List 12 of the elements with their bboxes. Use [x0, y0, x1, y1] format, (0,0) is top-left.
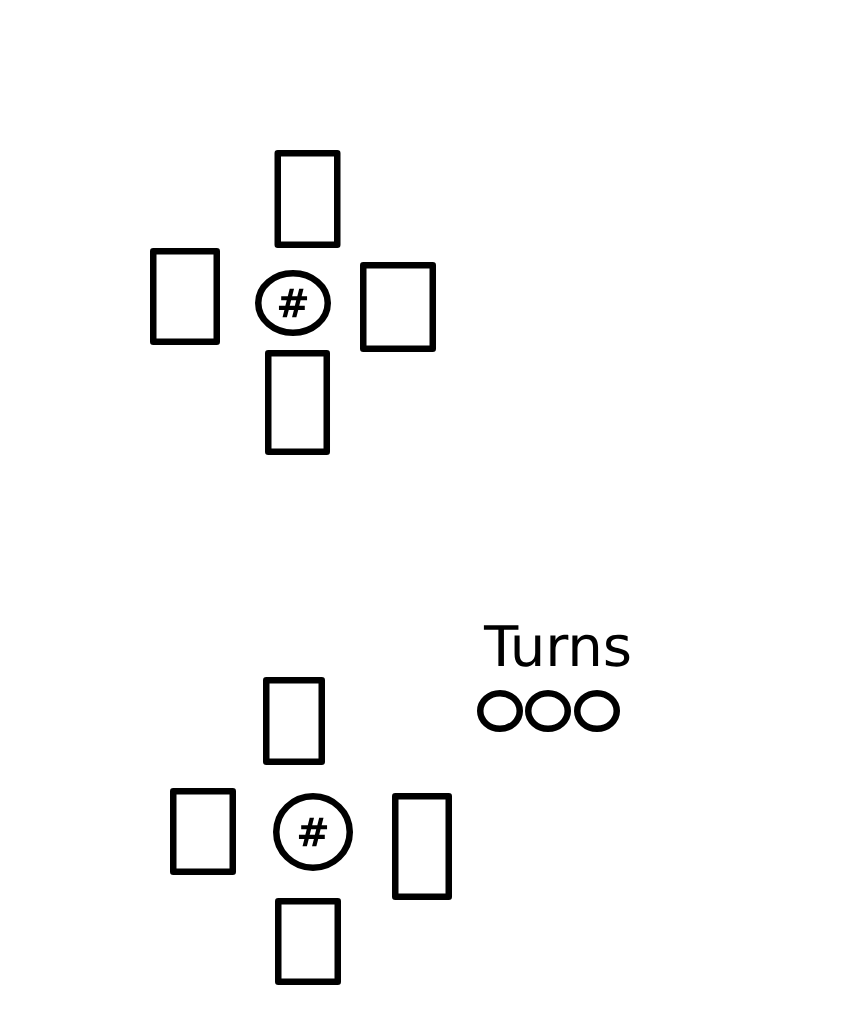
card-slot: [265, 350, 330, 455]
card-slot: [263, 677, 325, 765]
turn-circle: [477, 690, 523, 732]
card-slot: [274, 150, 341, 248]
counter-label: Turns: [483, 625, 630, 667]
turn-circle: [525, 690, 571, 732]
turn-circle: [574, 690, 620, 732]
card-slot: [392, 793, 452, 900]
card-slot: [170, 788, 236, 875]
card-slot: [150, 248, 220, 345]
card-slot: [360, 262, 436, 352]
card-slot: [275, 898, 341, 985]
